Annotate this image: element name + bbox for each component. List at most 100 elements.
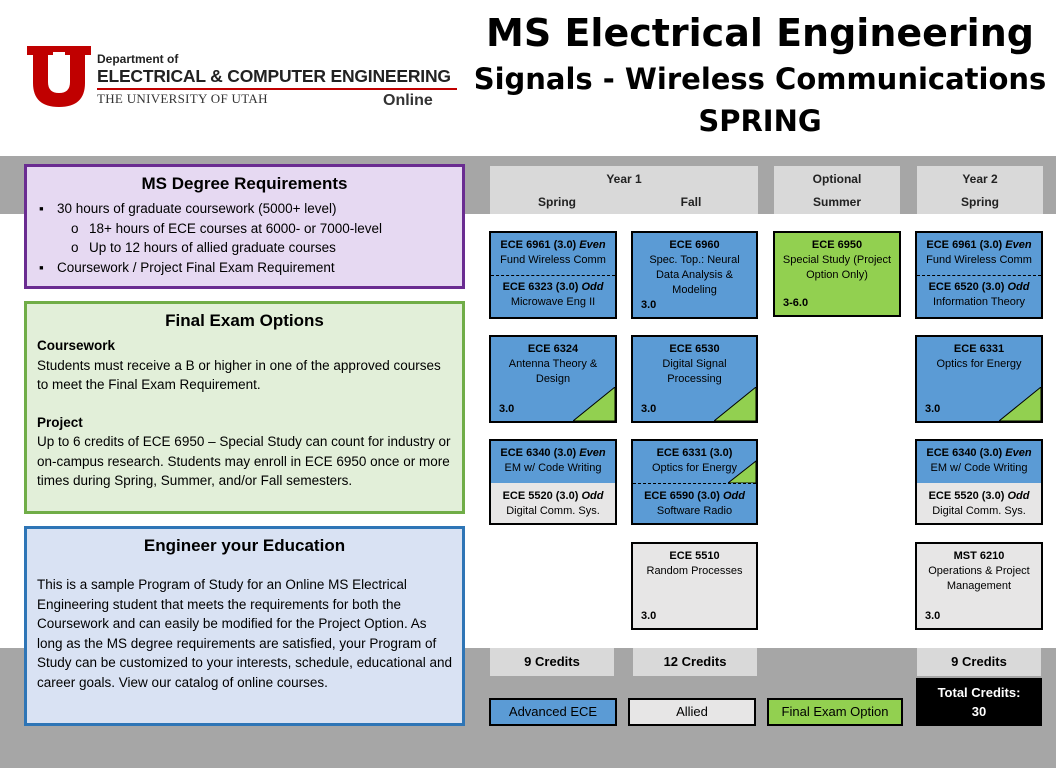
course-code: ECE 6331 [953, 343, 1005, 355]
course-name: Special Study (Project Option Only) [782, 254, 892, 281]
logo-divider [97, 88, 457, 90]
course-box-ece6961-6323[interactable]: ECE 6961 (3.0) Even Fund Wireless Comm E… [489, 231, 617, 319]
course-box-ece6950[interactable]: ECE 6950 Special Study (Project Option O… [773, 231, 901, 317]
course-box-ece6340-5520[interactable]: ECE 6340 (3.0) Even EM w/ Code Writing E… [489, 439, 617, 525]
course-name: Digital Signal Processing [662, 358, 727, 385]
course-credits: 3-6.0 [783, 297, 809, 309]
course-name: Operations & Project Management [928, 565, 1030, 592]
year1-label: Year 1 [606, 172, 642, 186]
final-exam-options-panel: Final Exam Options Coursework Students m… [24, 301, 465, 514]
course-name: Digital Comm. Sys. [932, 505, 1026, 517]
education-heading: Engineer your Education [143, 536, 346, 555]
course-name: Information Theory [932, 296, 1026, 308]
degree-requirements-panel: MS Degree Requirements 30 hours of gradu… [24, 164, 465, 289]
course-code: ECE 5510 [669, 550, 720, 562]
title-start-term: SPRING [698, 104, 822, 138]
course-box-ece6960[interactable]: ECE 6960 Spec. Top.: Neural Data Analysi… [631, 231, 758, 319]
logo-dept-name: ELECTRICAL & COMPUTER ENGINEERING [97, 66, 451, 86]
university-u-logo-icon [27, 46, 91, 107]
logo-online-label: Online [383, 92, 433, 109]
legend-allied: Allied [628, 698, 756, 726]
course-code: ECE 6520 (3.0) Odd [928, 281, 1030, 293]
course-code: MST 6210 [953, 550, 1005, 562]
course-box-ece6331-6590[interactable]: ECE 6331 (3.0) Optics for Energy ECE 659… [631, 439, 758, 525]
course-credits: 3.0 [499, 403, 515, 415]
course-box-ece6340-5520-y2[interactable]: ECE 6340 (3.0) Even EM w/ Code Writing E… [915, 439, 1043, 525]
course-code: ECE 6590 (3.0) Odd [644, 490, 745, 502]
course-code: ECE 6961 (3.0) Even [926, 239, 1032, 251]
spring1-credits: 9 Credits [490, 648, 614, 676]
course-code: ECE 6961 (3.0) Even [500, 239, 606, 251]
course-name: Antenna Theory & Design [508, 358, 598, 385]
spring2-label: Spring [961, 195, 999, 209]
total-credits-label: Total Credits: [937, 685, 1021, 700]
legend-final-exam-option: Final Exam Option [767, 698, 903, 726]
course-code: ECE 6340 (3.0) Even [926, 447, 1032, 459]
course-code: ECE 6340 (3.0) Even [500, 447, 606, 459]
requirements-list: 30 hours of graduate coursework (5000+ l… [37, 199, 452, 277]
course-name: Digital Comm. Sys. [506, 505, 600, 517]
engineer-education-panel: Engineer your Education This is a sample… [24, 526, 465, 726]
year1-header: Year 1 Spring Fall [490, 166, 758, 214]
list-item: Coursework / Project Final Exam Requirem… [37, 258, 452, 278]
logo-university: THE UNIVERSITY OF UTAH [97, 91, 268, 106]
list-item: 30 hours of graduate coursework (5000+ l… [37, 199, 452, 219]
exam-heading: Final Exam Options [165, 311, 324, 330]
summer-label: Summer [812, 195, 862, 209]
course-name: Optics for Energy [652, 462, 737, 474]
course-credits: 3.0 [641, 610, 657, 622]
course-box-ece6961-6520[interactable]: ECE 6961 (3.0) Even Fund Wireless Comm E… [915, 231, 1043, 319]
department-logo: Department of ELECTRICAL & COMPUTER ENGI… [27, 46, 467, 116]
list-item: 18+ hours of ECE courses at 6000- or 700… [37, 219, 452, 239]
total-credits-box: Total Credits: 30 [916, 678, 1042, 726]
course-name: Optics for Energy [936, 358, 1022, 370]
course-name: Random Processes [646, 565, 743, 577]
course-name: Microwave Eng II [510, 296, 596, 308]
year2-header: Year 2 Spring [917, 166, 1043, 214]
fall1-credits: 12 Credits [633, 648, 757, 676]
year2-label: Year 2 [962, 172, 998, 186]
page-title: MS Electrical Engineering Signals - Wire… [470, 8, 1050, 142]
title-emphasis: Signals - Wireless Communications [473, 62, 1047, 96]
education-text: This is a sample Program of Study for an… [37, 577, 452, 690]
coursework-title: Coursework [37, 338, 116, 353]
logo-dept-of: Department of [97, 52, 179, 66]
title-degree: MS Electrical Engineering [486, 11, 1034, 55]
course-code: ECE 6960 [669, 239, 720, 251]
course-code: ECE 5520 (3.0) Odd [502, 490, 604, 502]
course-box-ece6324[interactable]: ECE 6324 Antenna Theory & Design 3.0 [489, 335, 617, 423]
fall1-label: Fall [680, 195, 702, 209]
total-credits-value: 30 [971, 704, 987, 719]
course-code: ECE 6950 [811, 239, 863, 251]
requirements-heading: MS Degree Requirements [141, 174, 348, 193]
course-box-mst6210[interactable]: MST 6210 Operations & Project Management… [915, 542, 1043, 630]
course-box-ece6530[interactable]: ECE 6530 Digital Signal Processing 3.0 [631, 335, 758, 423]
course-code: ECE 6530 [669, 343, 720, 355]
course-box-ece5510[interactable]: ECE 5510 Random Processes 3.0 [631, 542, 758, 630]
project-text: Up to 6 credits of ECE 6950 – Special St… [37, 434, 451, 488]
course-credits: 3.0 [641, 299, 657, 311]
final-exam-option-marker-icon [728, 460, 756, 483]
course-name: EM w/ Code Writing [930, 462, 1028, 474]
summer-header: Optional Summer [774, 166, 900, 214]
legend-advanced-ece: Advanced ECE [489, 698, 617, 726]
list-item: Up to 12 hours of allied graduate course… [37, 238, 452, 258]
final-exam-option-marker-icon [573, 387, 615, 421]
course-name: Fund Wireless Comm [926, 254, 1032, 266]
course-code: ECE 6323 (3.0) Odd [502, 281, 604, 293]
project-title: Project [37, 414, 83, 430]
coursework-text: Students must receive a B or higher in o… [37, 357, 441, 393]
course-box-ece6331[interactable]: ECE 6331 Optics for Energy 3.0 [915, 335, 1043, 423]
course-name: EM w/ Code Writing [504, 462, 602, 474]
course-code: ECE 5520 (3.0) Odd [928, 490, 1030, 502]
course-credits: 3.0 [641, 403, 657, 415]
optional-label: Optional [812, 172, 862, 186]
course-code: ECE 6331 (3.0) [656, 447, 733, 459]
course-name: Software Radio [656, 505, 733, 517]
course-code: ECE 6324 [527, 343, 579, 355]
course-credits: 3.0 [925, 610, 941, 622]
course-credits: 3.0 [925, 403, 941, 415]
final-exam-option-marker-icon [714, 387, 756, 421]
spring2-credits: 9 Credits [917, 648, 1041, 676]
course-name: Fund Wireless Comm [500, 254, 606, 266]
